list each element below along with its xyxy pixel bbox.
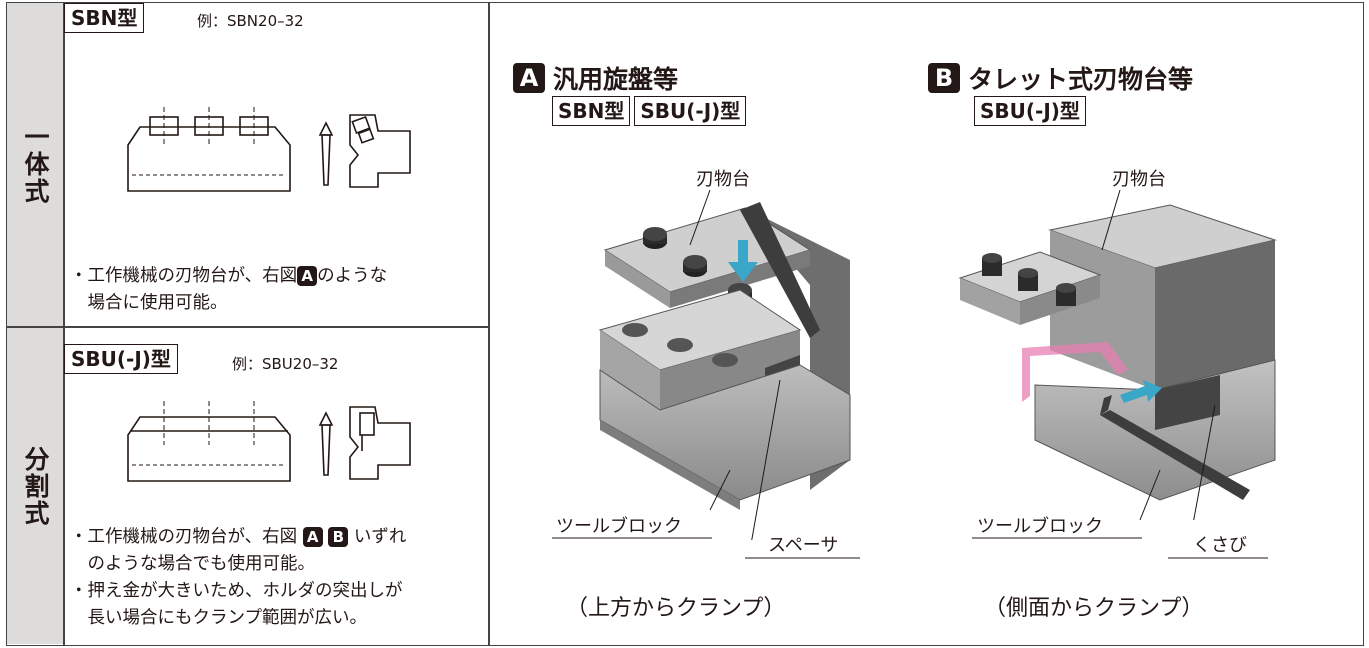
- sbu-drawing: [127, 401, 411, 482]
- callout-tool-block: ツールブロック: [977, 516, 1103, 537]
- type-tag-sbu: SBU(-J)型: [64, 344, 178, 374]
- note-line: 長い場合にもクランプ範囲が広い。: [70, 608, 367, 628]
- section-b-title: B タレット式刃物台等: [928, 60, 1193, 96]
- label-cell-bg: [7, 328, 63, 644]
- row-label-integral: 一体式: [21, 124, 50, 205]
- callout-underline: [745, 557, 860, 559]
- callout-tool-post: 刃物台: [1112, 169, 1166, 190]
- tag: SBU(-J)型: [634, 96, 747, 126]
- badge-b-inline: B: [328, 527, 349, 547]
- callout-tool-post: 刃物台: [696, 169, 750, 190]
- tool-block-illustration-b: [958, 190, 1277, 520]
- section-b-tags: SBU(-J)型: [974, 96, 1086, 126]
- callout-wedge: くさび: [1193, 535, 1247, 556]
- type-tag-sbn: SBN型: [64, 3, 145, 33]
- callout-underline: [1168, 557, 1268, 559]
- caption-a: （上方からクランプ）: [566, 596, 786, 621]
- divider: [488, 2, 490, 646]
- badge-a: A: [513, 63, 545, 93]
- section-a-tags: SBN型 SBU(-J)型: [552, 96, 747, 126]
- tag: SBU(-J)型: [974, 96, 1086, 126]
- tag: SBN型: [552, 96, 631, 126]
- row-label-split: 分割式: [21, 445, 50, 527]
- callout-underline: [972, 537, 1142, 539]
- table-frame: [6, 2, 1364, 646]
- example-text: 例：SBN20–32: [197, 12, 304, 30]
- badge-b: B: [928, 63, 960, 93]
- callout-spacer: スペーサ: [768, 535, 839, 556]
- section-a-title: A 汎用旋盤等: [513, 60, 678, 96]
- badge-a-inline: A: [297, 266, 318, 286]
- tool-block-illustration-a: [598, 190, 851, 540]
- callout-tool-block: ツールブロック: [556, 516, 682, 537]
- divider: [6, 326, 489, 328]
- label-cell-bg: [7, 3, 63, 326]
- note-line: 場合に使用可能。: [70, 293, 228, 313]
- example-text: 例：SBU20–32: [232, 355, 339, 373]
- badge-a-inline: A: [302, 527, 323, 547]
- note-line: のような場合でも使用可能。: [70, 554, 315, 574]
- divider: [63, 2, 65, 646]
- caption-b: （側面からクランプ）: [984, 596, 1204, 621]
- callout-underline: [552, 537, 712, 539]
- note-line: ・工作機械の刃物台が、右図 A B いずれ: [70, 527, 407, 547]
- note-line: ・押え金が大きいため、ホルダの突出しが: [70, 581, 403, 601]
- sbn-drawing: [127, 107, 411, 192]
